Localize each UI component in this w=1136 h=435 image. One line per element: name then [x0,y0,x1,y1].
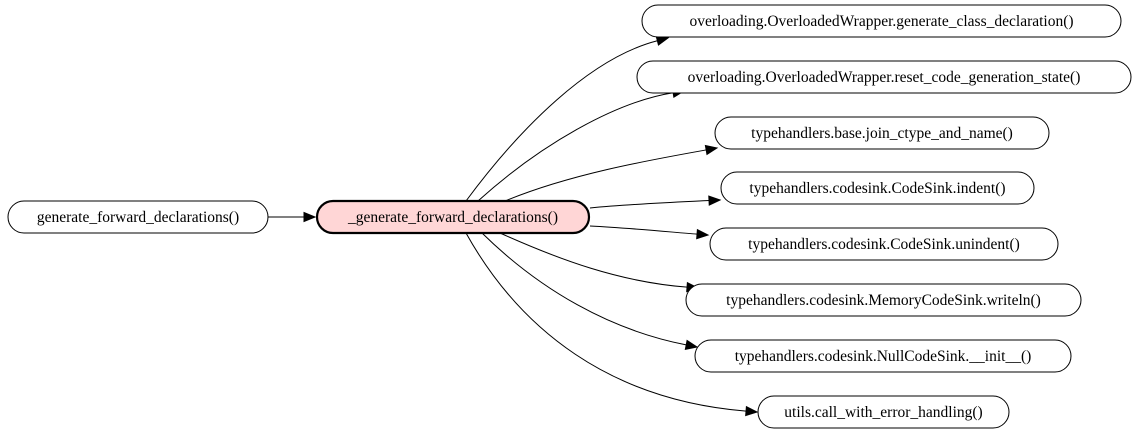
node-box [720,171,1035,205]
node-box [685,283,1082,317]
node-box [694,339,1072,373]
node-label: overloading.OverloadedWrapper.generate_c… [689,13,1073,30]
node-label: overloading.OverloadedWrapper.reset_code… [688,69,1081,86]
edge-line [504,149,707,202]
node-box [315,199,591,235]
edge-line [499,232,688,288]
call-edge-focus-to-c4 [589,195,722,209]
call-edge-focus-to-c1 [465,35,670,202]
arrowhead-icon [303,211,317,223]
node-label: utils.call_with_error_handling() [784,404,982,421]
callee-function-node[interactable]: typehandlers.codesink.CodeSink.indent() [720,171,1035,205]
node-box [757,395,1010,429]
call-edge-caller-to-focus [268,211,317,223]
edge-line [477,92,674,202]
callee-function-node[interactable]: utils.call_with_error_handling() [757,395,1010,429]
node-box [7,200,269,234]
arrowhead-icon [745,405,759,417]
call-edge-focus-to-c8 [465,232,759,417]
callee-function-node[interactable]: typehandlers.codesink.NullCodeSink.__ini… [694,339,1072,373]
node-label: typehandlers.codesink.NullCodeSink.__ini… [735,348,1032,365]
call-edge-focus-to-c3 [504,144,719,202]
node-label: _generate_forward_declarations() [347,209,558,226]
node-label: typehandlers.codesink.CodeSink.indent() [749,180,1005,197]
call-graph-edges [268,35,759,417]
edge-line [465,40,658,202]
callee-function-node[interactable]: typehandlers.codesink.CodeSink.unindent(… [709,227,1059,261]
arrowhead-icon [655,35,670,46]
node-box [709,227,1059,261]
node-box [641,4,1122,38]
call-edge-focus-to-c5 [589,225,710,240]
call-edge-focus-to-c2 [477,87,686,202]
call-edge-focus-to-c6 [499,232,700,293]
node-label: typehandlers.codesink.MemoryCodeSink.wri… [726,292,1041,309]
callee-function-node[interactable]: typehandlers.base.join_ctype_and_name() [714,116,1050,150]
node-box [714,116,1050,150]
arrowhead-icon [704,144,719,156]
arrowhead-icon [708,195,722,206]
arrowhead-icon [696,228,710,240]
callee-function-node[interactable]: typehandlers.codesink.MemoryCodeSink.wri… [685,283,1082,317]
node-label: typehandlers.base.join_ctype_and_name() [751,125,1013,142]
call-edge-focus-to-c7 [481,232,699,350]
edge-line [481,232,687,346]
call-graph-nodes: generate_forward_declarations() _generate… [7,4,1132,429]
focus-function-node[interactable]: _generate_forward_declarations() [315,199,591,235]
callee-function-node[interactable]: overloading.OverloadedWrapper.reset_code… [636,60,1132,94]
arrowhead-icon [684,339,699,350]
node-label: typehandlers.codesink.CodeSink.unindent(… [748,236,1020,253]
edge-line [589,225,698,235]
edge-line [465,232,747,412]
caller-function-node[interactable]: generate_forward_declarations() [7,200,269,234]
node-label: generate_forward_declarations() [37,209,239,226]
node-box [636,60,1132,94]
edge-line [589,200,710,209]
callee-function-node[interactable]: overloading.OverloadedWrapper.generate_c… [641,4,1122,38]
